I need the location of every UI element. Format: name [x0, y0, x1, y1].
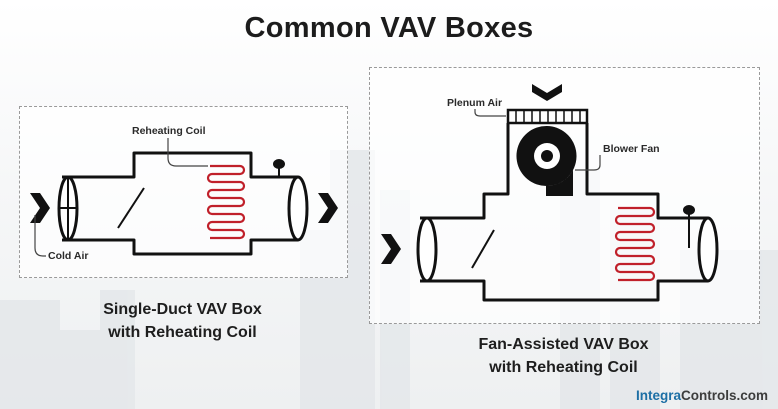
brand-part1: Integra	[635, 388, 681, 403]
reheating-coil-icon	[206, 164, 246, 240]
damper-blade-right	[471, 229, 495, 269]
outlet-opening-right	[697, 216, 719, 283]
leader-plenum-air	[474, 109, 506, 117]
caption-fan-assisted-line2: with Reheating Coil	[489, 359, 638, 376]
caption-single-duct-line2: with Reheating Coil	[108, 324, 257, 341]
duct-outline	[62, 151, 298, 256]
label-plenum-air: Plenum Air	[447, 97, 502, 109]
label-reheating-coil: Reheating Coil	[132, 125, 206, 137]
leader-reheating-coil	[167, 138, 208, 167]
outlet-opening	[287, 175, 309, 242]
leader-cold-air	[34, 215, 46, 257]
inlet-arrow-icon	[30, 193, 50, 223]
brand-part2: Controls.com	[680, 388, 768, 403]
caption-single-duct-line1: Single-Duct VAV Box	[103, 301, 262, 318]
single-duct-vav-box	[57, 151, 309, 256]
brand-watermark: IntegraControls.com	[636, 388, 768, 403]
inlet-opening-right	[416, 216, 438, 283]
duct-sensor-knob-right	[683, 205, 695, 215]
reheating-coil-icon-right	[614, 206, 656, 282]
outlet-arrow-icon	[318, 193, 338, 223]
caption-fan-assisted-line1: Fan-Assisted VAV Box	[478, 336, 649, 353]
label-cold-air: Cold Air	[48, 250, 88, 262]
page-title: Common VAV Boxes	[244, 12, 534, 44]
duct-outline-right	[420, 279, 708, 302]
plenum-arrow-icon	[532, 84, 562, 101]
caption-single-duct: Single-Duct VAV Box with Reheating Coil	[19, 298, 346, 344]
inlet-arrow-icon-right	[381, 234, 401, 264]
damper-blade	[117, 187, 145, 229]
plenum-grille	[515, 110, 581, 123]
duct-sensor-knob	[273, 159, 285, 169]
label-blower-fan: Blower Fan	[603, 143, 660, 155]
caption-fan-assisted: Fan-Assisted VAV Box with Reheating Coil	[369, 333, 758, 379]
leader-blower-fan	[575, 155, 601, 171]
